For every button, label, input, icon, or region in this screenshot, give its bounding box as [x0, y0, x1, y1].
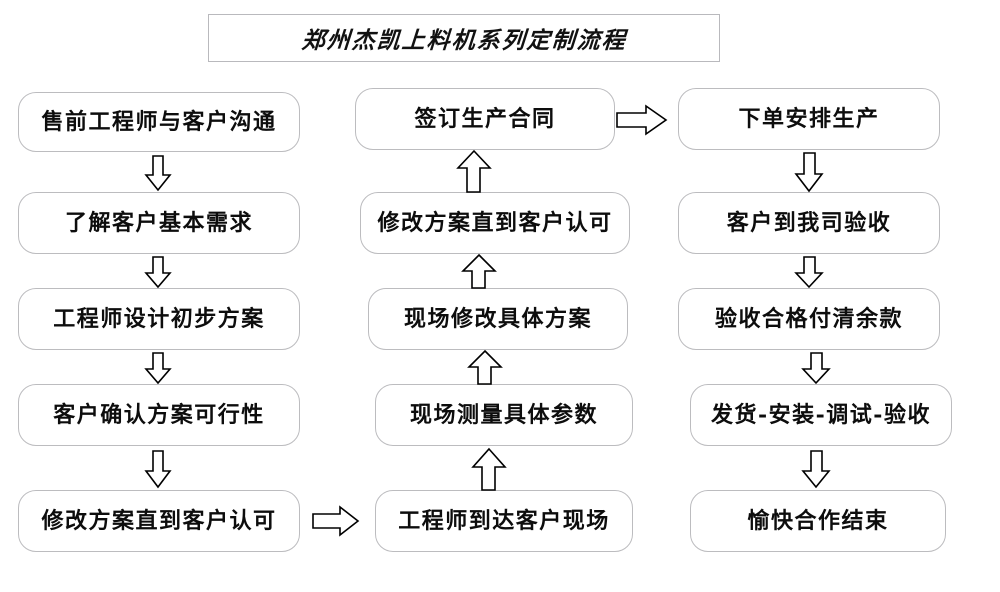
arrow-down-icon: [143, 155, 173, 192]
node-ship-install-debug-accept[interactable]: 发货-安装-调试-验收: [690, 384, 952, 446]
node-place-order-arrange-production[interactable]: 下单安排生产: [678, 88, 940, 150]
node-sales-engineer-communication[interactable]: 售前工程师与客户沟通: [18, 92, 300, 152]
arrow-up-icon: [470, 447, 508, 492]
node-label: 修改方案直到客户认可: [377, 210, 613, 236]
arrow-down-icon: [143, 450, 173, 489]
node-understand-basic-needs[interactable]: 了解客户基本需求: [18, 192, 300, 254]
node-label: 签订生产合同: [414, 106, 556, 132]
arrow-down-icon: [143, 256, 173, 289]
arrow-up-icon: [460, 253, 498, 290]
node-label: 验收合格付清余款: [714, 306, 903, 332]
node-pay-balance-after-acceptance[interactable]: 验收合格付清余款: [678, 288, 940, 350]
node-label: 工程师设计初步方案: [53, 306, 265, 332]
arrow-down-icon: [143, 352, 173, 385]
diagram-title-box: 郑州杰凯上料机系列定制流程: [208, 14, 720, 62]
node-label: 售前工程师与客户沟通: [41, 109, 277, 135]
node-label: 工程师到达客户现场: [398, 508, 610, 534]
node-label: 客户确认方案可行性: [53, 402, 265, 428]
arrow-up-icon: [466, 349, 504, 386]
arrow-up-icon: [455, 149, 493, 194]
node-label: 客户到我司验收: [726, 210, 892, 236]
node-label: 了解客户基本需求: [64, 210, 253, 236]
diagram-title: 郑州杰凯上料机系列定制流程: [300, 27, 628, 54]
node-customer-acceptance-at-factory[interactable]: 客户到我司验收: [678, 192, 940, 254]
arrow-right-icon: [616, 104, 668, 136]
arrow-down-icon: [793, 152, 825, 193]
node-engineer-initial-plan[interactable]: 工程师设计初步方案: [18, 288, 300, 350]
node-label: 愉快合作结束: [747, 508, 889, 534]
node-label: 发货-安装-调试-验收: [711, 402, 931, 428]
node-pleasant-cooperation-end[interactable]: 愉快合作结束: [690, 490, 946, 552]
node-revise-until-approved-c2[interactable]: 修改方案直到客户认可: [360, 192, 630, 254]
node-revise-until-approved-c1[interactable]: 修改方案直到客户认可: [18, 490, 300, 552]
arrow-down-icon: [793, 256, 825, 289]
node-onsite-revise-plan[interactable]: 现场修改具体方案: [368, 288, 628, 350]
arrow-down-icon: [800, 352, 832, 385]
arrow-right-icon: [312, 505, 360, 537]
node-label: 现场修改具体方案: [403, 306, 592, 332]
arrow-down-icon: [800, 450, 832, 489]
node-engineer-arrive-onsite[interactable]: 工程师到达客户现场: [375, 490, 633, 552]
node-onsite-measure-parameters[interactable]: 现场测量具体参数: [375, 384, 633, 446]
node-label: 下单安排生产: [738, 106, 880, 132]
node-customer-confirm-feasibility[interactable]: 客户确认方案可行性: [18, 384, 300, 446]
node-label: 修改方案直到客户认可: [41, 508, 277, 534]
node-sign-production-contract[interactable]: 签订生产合同: [355, 88, 615, 150]
node-label: 现场测量具体参数: [409, 402, 598, 428]
